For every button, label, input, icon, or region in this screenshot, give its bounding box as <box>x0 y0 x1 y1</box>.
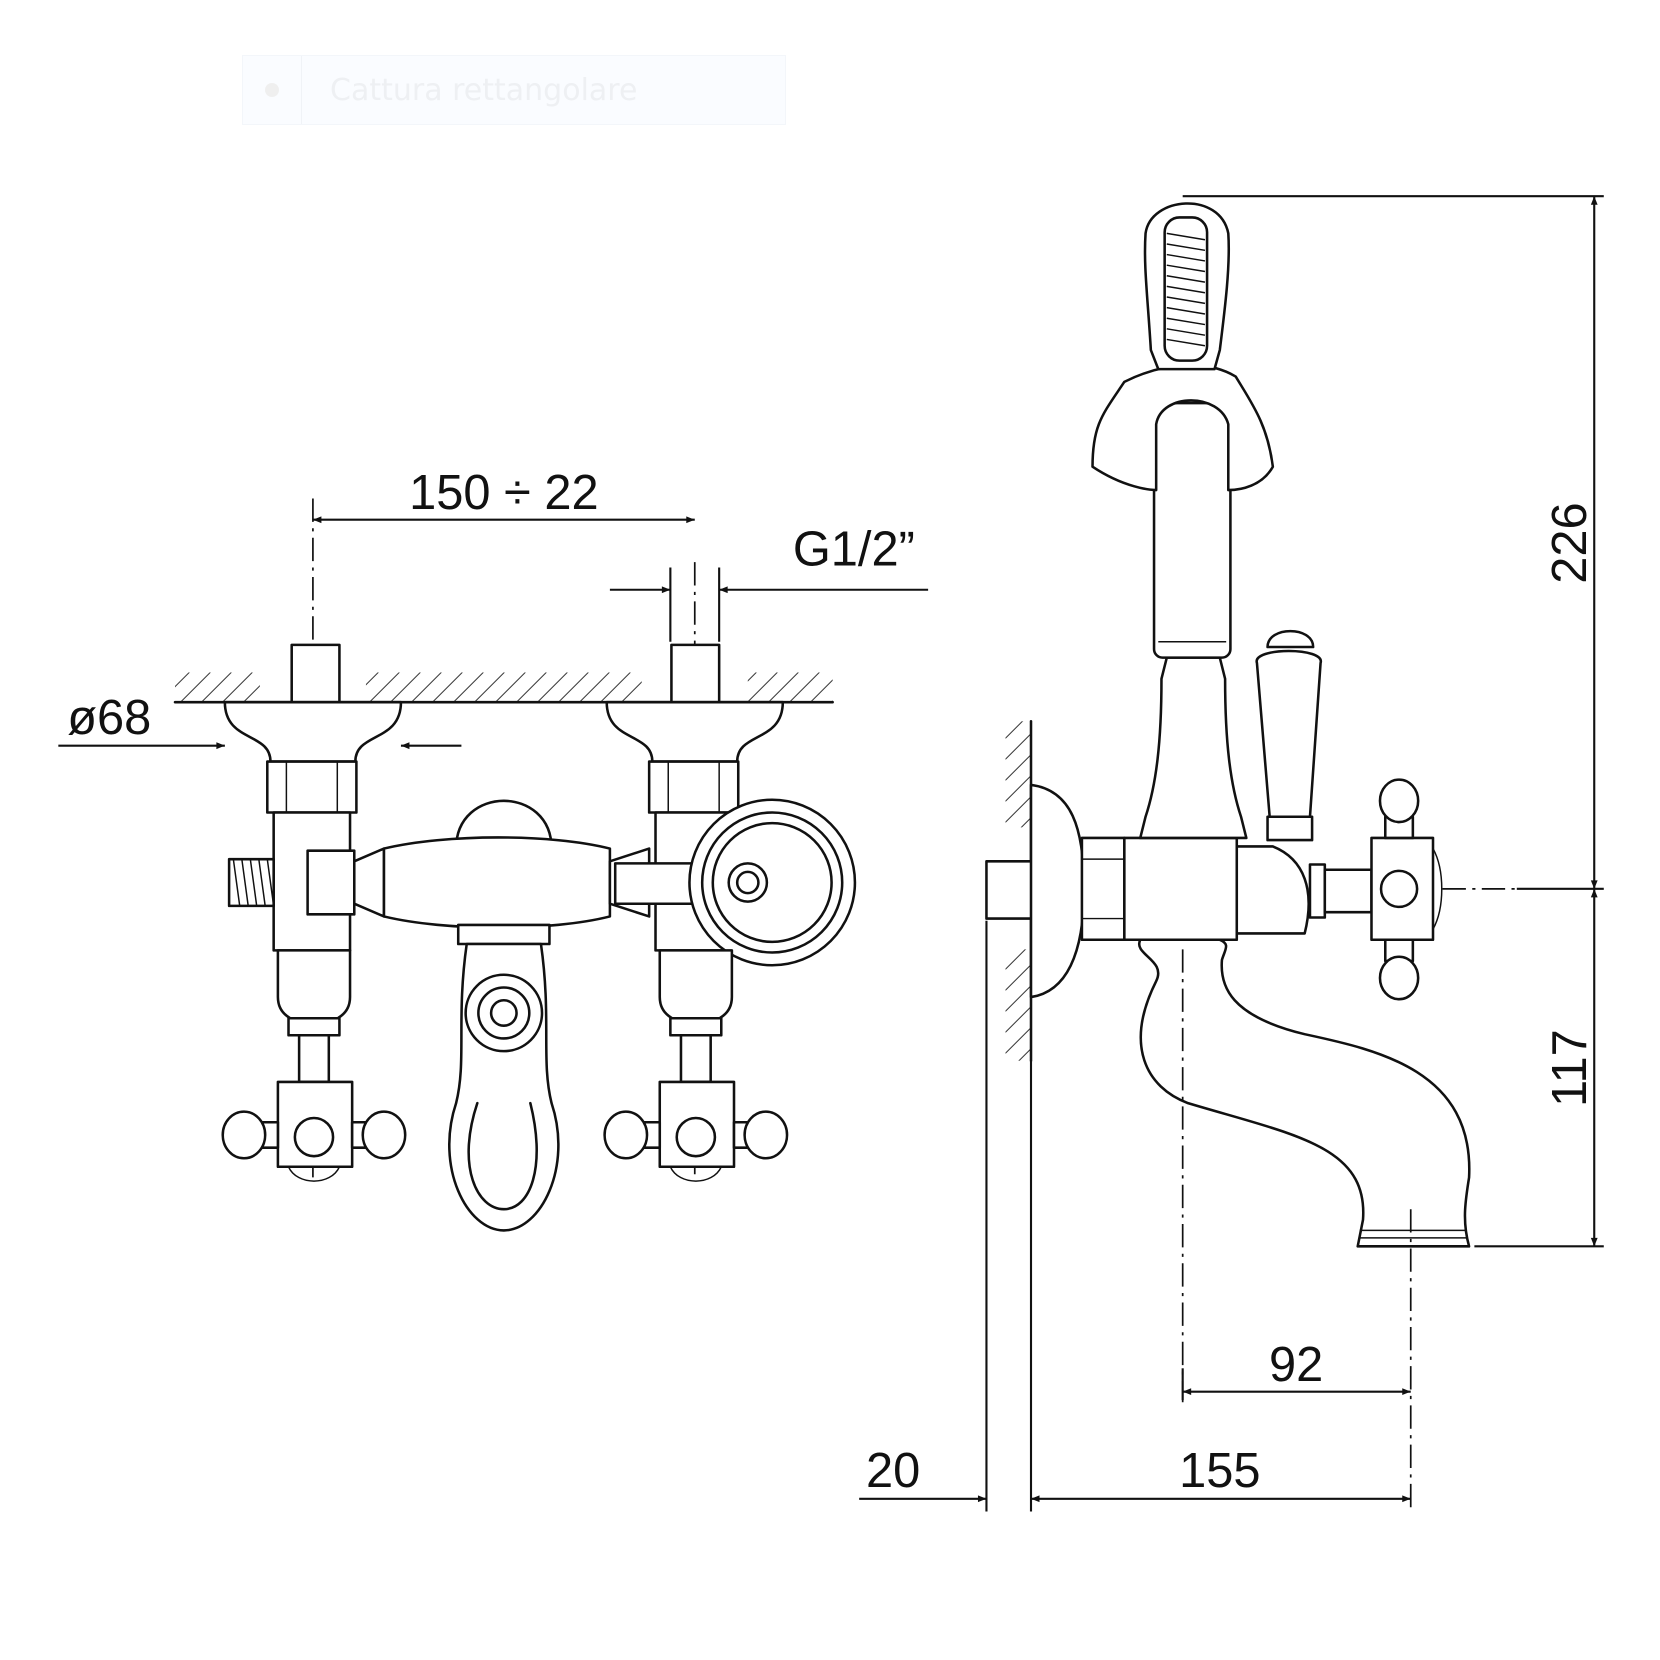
inlet-left <box>290 643 341 704</box>
dimension-escutcheon: ø68 <box>58 691 462 750</box>
nut-right <box>647 760 740 814</box>
spout <box>1137 938 1471 1248</box>
diverter-lever <box>448 923 560 1232</box>
svg-text:92: 92 <box>1269 1338 1323 1392</box>
dimension-spout-height: 117 <box>1543 888 1598 1247</box>
valve-side <box>1235 778 1443 1001</box>
svg-text:226: 226 <box>1543 502 1597 583</box>
capture-label: Cattura rettangolare <box>330 72 638 108</box>
nut-left <box>266 760 358 814</box>
svg-text:117: 117 <box>1543 1029 1597 1107</box>
wall-side <box>985 720 1033 1512</box>
shower-column <box>1138 401 1248 840</box>
wall-hatching <box>173 672 834 704</box>
escutcheon-left <box>223 700 403 763</box>
dimension-wall: 20 <box>859 1444 987 1503</box>
dimension-spout-offset: 92 <box>1182 1338 1411 1396</box>
shower-connector <box>688 798 857 967</box>
record-dot-icon <box>243 56 302 124</box>
dimension-total-height: 226 <box>1543 196 1598 889</box>
hose-thread <box>227 857 275 908</box>
crystal-lever <box>1255 629 1322 842</box>
escutcheon-right <box>605 700 785 763</box>
inlet-side <box>985 860 1035 920</box>
dimension-centers: 150 ÷ 22 <box>312 466 695 524</box>
front-view: 150 ÷ 22 G1/2” ø68 <box>58 466 929 1232</box>
svg-text:155: 155 <box>1179 1444 1260 1498</box>
hand-shower <box>1143 202 1231 371</box>
capture-tooltip: Cattura rettangolare <box>242 55 786 125</box>
body-side <box>1123 836 1239 942</box>
dimension-thread: G1/2” <box>609 522 929 642</box>
nut-side <box>1080 836 1126 942</box>
tap-handle-left <box>221 949 407 1182</box>
dimension-projection: 155 <box>1031 1444 1411 1503</box>
svg-text:G1/2”: G1/2” <box>793 522 915 576</box>
side-view: 226 117 92 155 20 <box>859 195 1604 1512</box>
tap-handle-right <box>603 949 789 1182</box>
escutcheon-side <box>1029 783 1086 999</box>
inlet-right <box>670 643 721 704</box>
shower-cradle <box>1091 363 1275 492</box>
svg-text:150 ÷ 22: 150 ÷ 22 <box>409 466 599 520</box>
svg-text:20: 20 <box>866 1444 920 1498</box>
svg-text:ø68: ø68 <box>67 691 151 745</box>
